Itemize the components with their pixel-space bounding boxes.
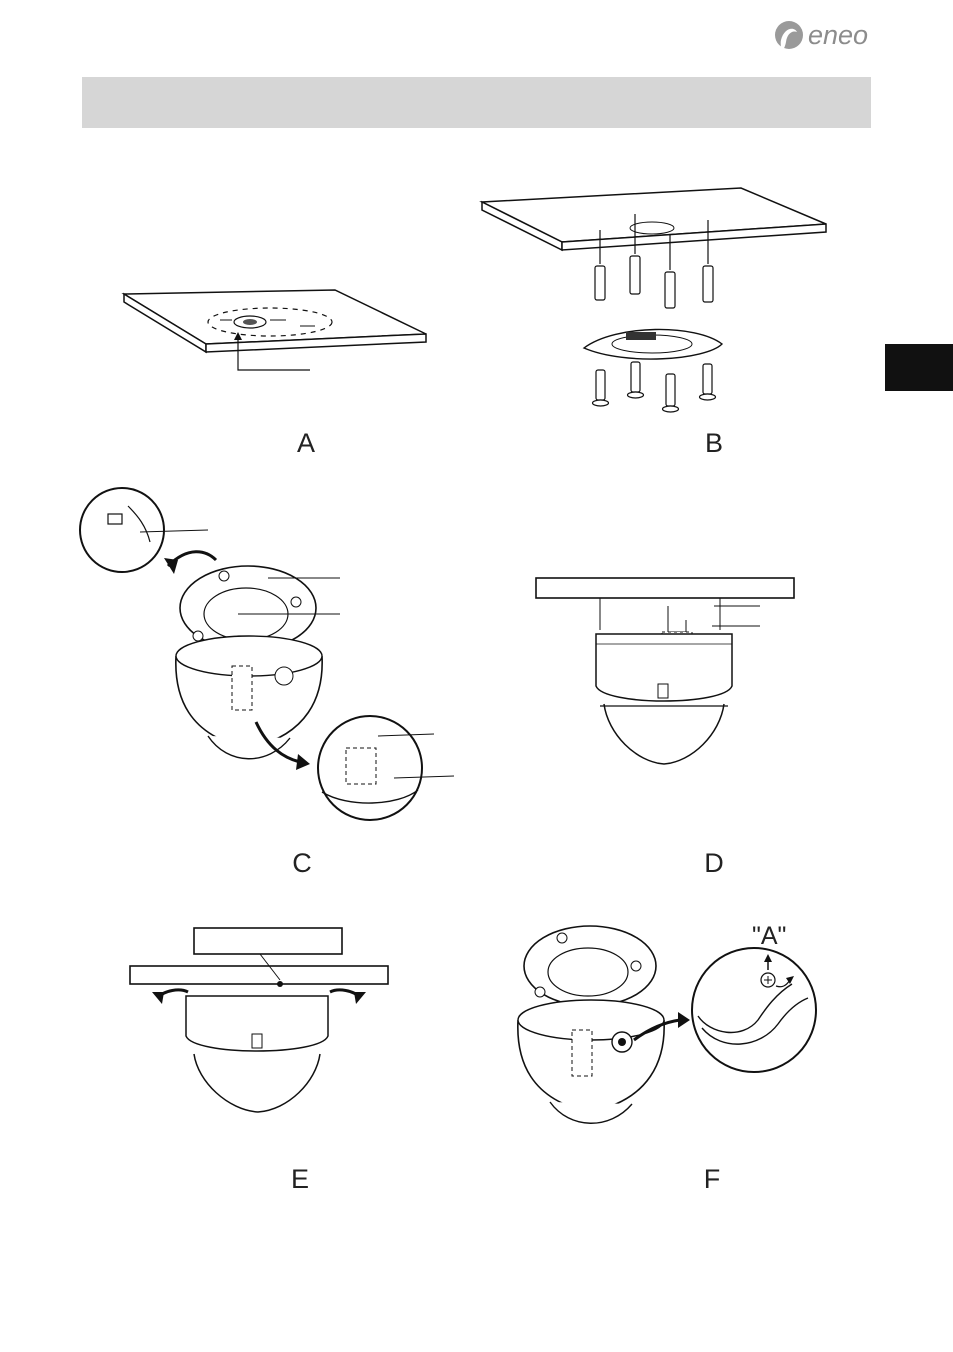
figure-f-label: F bbox=[703, 1164, 721, 1194]
section-header-bar bbox=[82, 77, 871, 128]
eneo-logo: eneo bbox=[772, 18, 882, 58]
brand-name: eneo bbox=[808, 20, 869, 50]
figure-f-callout-label: "A" bbox=[752, 922, 787, 950]
figure-c bbox=[78, 486, 468, 836]
figure-b bbox=[476, 184, 846, 414]
figure-e bbox=[128, 926, 392, 1116]
figure-c-drawing bbox=[79, 487, 455, 821]
figure-a bbox=[110, 280, 440, 390]
figure-d-drawing bbox=[535, 577, 795, 765]
chapter-tab bbox=[885, 344, 953, 391]
figure-c-label: C bbox=[292, 848, 312, 878]
figure-d-label: D bbox=[704, 848, 724, 878]
figure-e-label: E bbox=[290, 1164, 309, 1194]
figure-a-label: A bbox=[296, 428, 315, 458]
figure-b-label: B bbox=[704, 428, 723, 458]
figure-a-drawing bbox=[121, 289, 427, 371]
eneo-logo-mark-icon bbox=[775, 21, 803, 54]
figure-d bbox=[534, 576, 798, 772]
figure-e-drawing bbox=[129, 927, 389, 1113]
figure-f: "A" bbox=[510, 922, 820, 1144]
figure-f-drawing bbox=[517, 925, 817, 1124]
figure-b-drawing bbox=[479, 187, 827, 413]
